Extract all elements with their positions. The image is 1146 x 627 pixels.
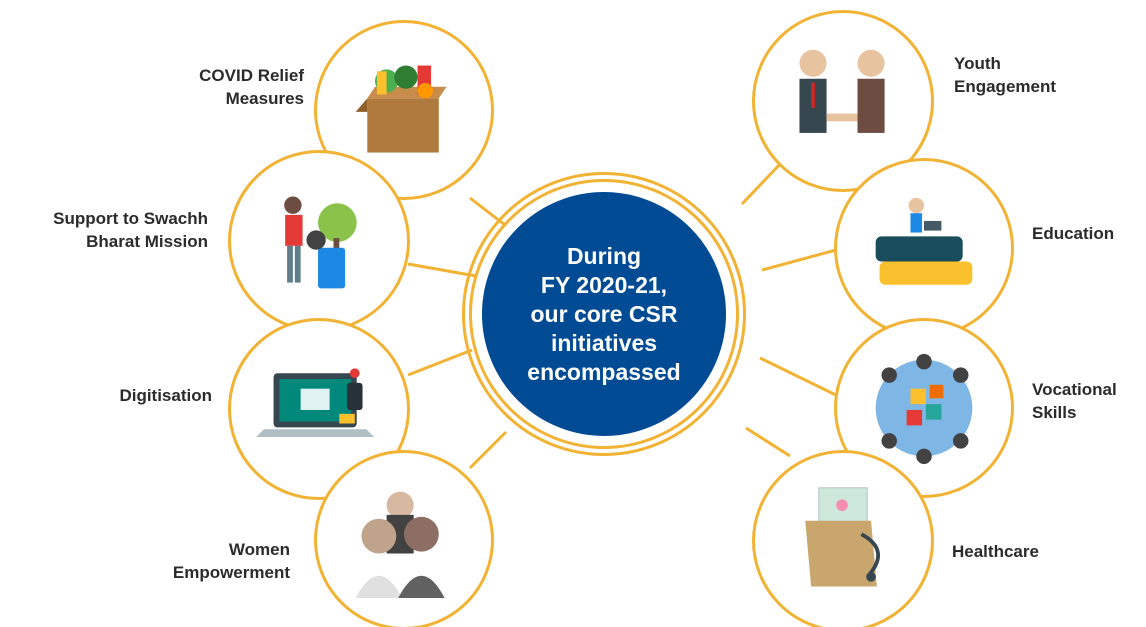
- label-healthcare: Healthcare: [952, 542, 1039, 561]
- label-vocational-skills: Vocational Skills: [1032, 380, 1117, 422]
- hub-line: FY 2020-21,: [540, 271, 668, 298]
- books-icon: [875, 197, 973, 285]
- medical-folder-icon: [805, 487, 880, 587]
- label-youth-engagement: Youth Engagement: [954, 54, 1057, 96]
- hub-line: During: [566, 242, 642, 269]
- hub-text: During FY 2020-21, our core CSR initiati…: [499, 242, 709, 387]
- label-women-empowerment: Women Empowerment: [172, 540, 290, 582]
- women-group-icon: [355, 491, 445, 598]
- label-education: Education: [1032, 224, 1115, 243]
- puzzle-team-icon: [875, 353, 973, 465]
- education-circle: [834, 158, 1014, 338]
- healthcare-circle: [752, 450, 934, 627]
- garbage-bin-icon: [284, 196, 357, 289]
- hub-ring: [462, 172, 746, 456]
- digitisation-circle: [228, 318, 410, 500]
- handshake-icon: [799, 49, 885, 133]
- hub-line: our core CSR: [530, 300, 678, 327]
- food-box-icon: [355, 65, 447, 153]
- label-swachh-bharat: Support to Swachh Bharat Mission: [53, 209, 208, 251]
- label-digitisation: Digitisation: [119, 386, 212, 405]
- hub-line: encompassed: [527, 358, 681, 385]
- hub-line: initiatives: [550, 329, 658, 356]
- label-covid-relief: COVID Relief Measures: [199, 66, 304, 108]
- center-hub: During FY 2020-21, our core CSR initiati…: [472, 182, 736, 446]
- swachh-bharat-circle: [228, 150, 410, 332]
- women-empowerment-circle: [314, 450, 494, 627]
- laptop-banking-icon: [256, 368, 375, 438]
